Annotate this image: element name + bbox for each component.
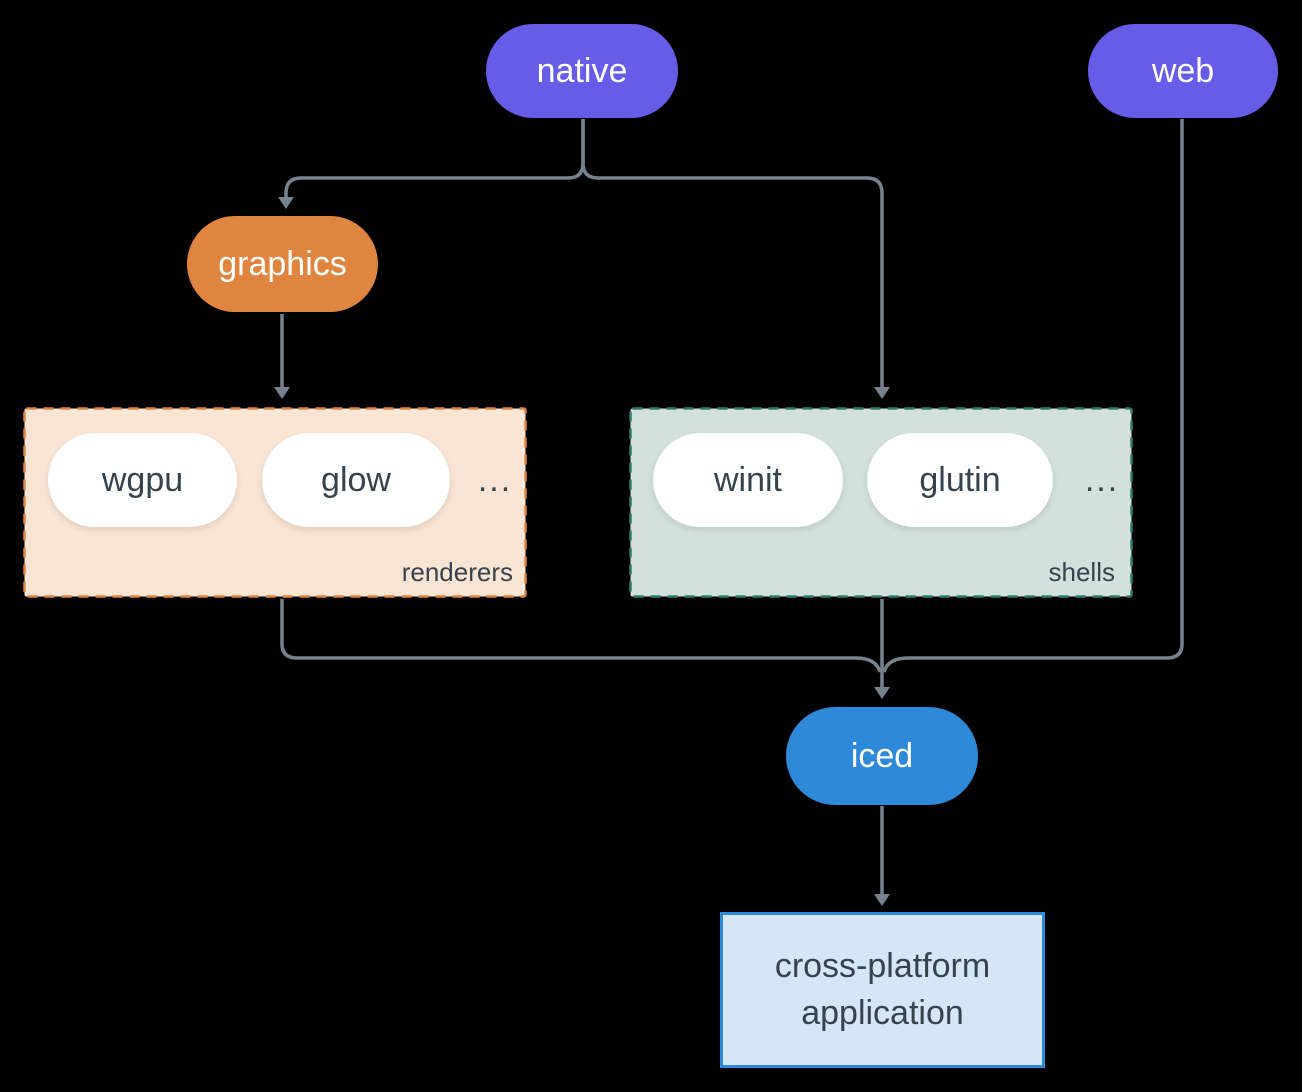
edge-renderers-to-iced <box>280 599 882 673</box>
shells-group-label: shells <box>1048 557 1115 587</box>
node-winit-label: winit <box>713 460 783 499</box>
node-graphics-label: graphics <box>218 244 347 283</box>
arrowhead-into-renderers <box>274 387 290 399</box>
shells-ellipsis: ... <box>1084 460 1120 499</box>
edge-native-to-graphics <box>284 119 585 197</box>
arrowhead-into-graphics <box>278 197 294 209</box>
renderers-ellipsis: ... <box>477 460 513 499</box>
arrowhead-into-application <box>874 894 890 906</box>
edge-web-to-iced <box>882 119 1184 673</box>
node-glow-label: glow <box>321 460 391 499</box>
arrowhead-into-iced <box>874 687 890 699</box>
application-label-line1: cross-platform <box>774 947 991 985</box>
node-web-label: web <box>1151 51 1215 90</box>
renderers-group-label: renderers <box>401 557 513 587</box>
node-cross-platform-application: cross-platform application <box>720 912 1045 1068</box>
edge-native-to-shells <box>581 119 884 387</box>
node-wgpu-label: wgpu <box>101 460 184 499</box>
node-iced-label: iced <box>850 736 914 775</box>
node-native-label: native <box>536 51 628 90</box>
node-winit: winit <box>653 433 843 527</box>
arrowhead-into-shells <box>874 387 890 399</box>
node-graphics: graphics <box>187 216 378 312</box>
node-wgpu: wgpu <box>48 433 237 527</box>
node-glutin-label: glutin <box>919 460 1001 499</box>
group-renderers: wgpu glow ... renderers <box>23 407 527 598</box>
node-glow: glow <box>262 433 450 527</box>
node-native: native <box>486 24 678 118</box>
group-shells: winit glutin ... shells <box>629 407 1133 598</box>
node-web: web <box>1088 24 1278 118</box>
node-glutin: glutin <box>867 433 1053 527</box>
node-iced: iced <box>786 707 978 805</box>
application-label-line2: application <box>801 994 964 1032</box>
